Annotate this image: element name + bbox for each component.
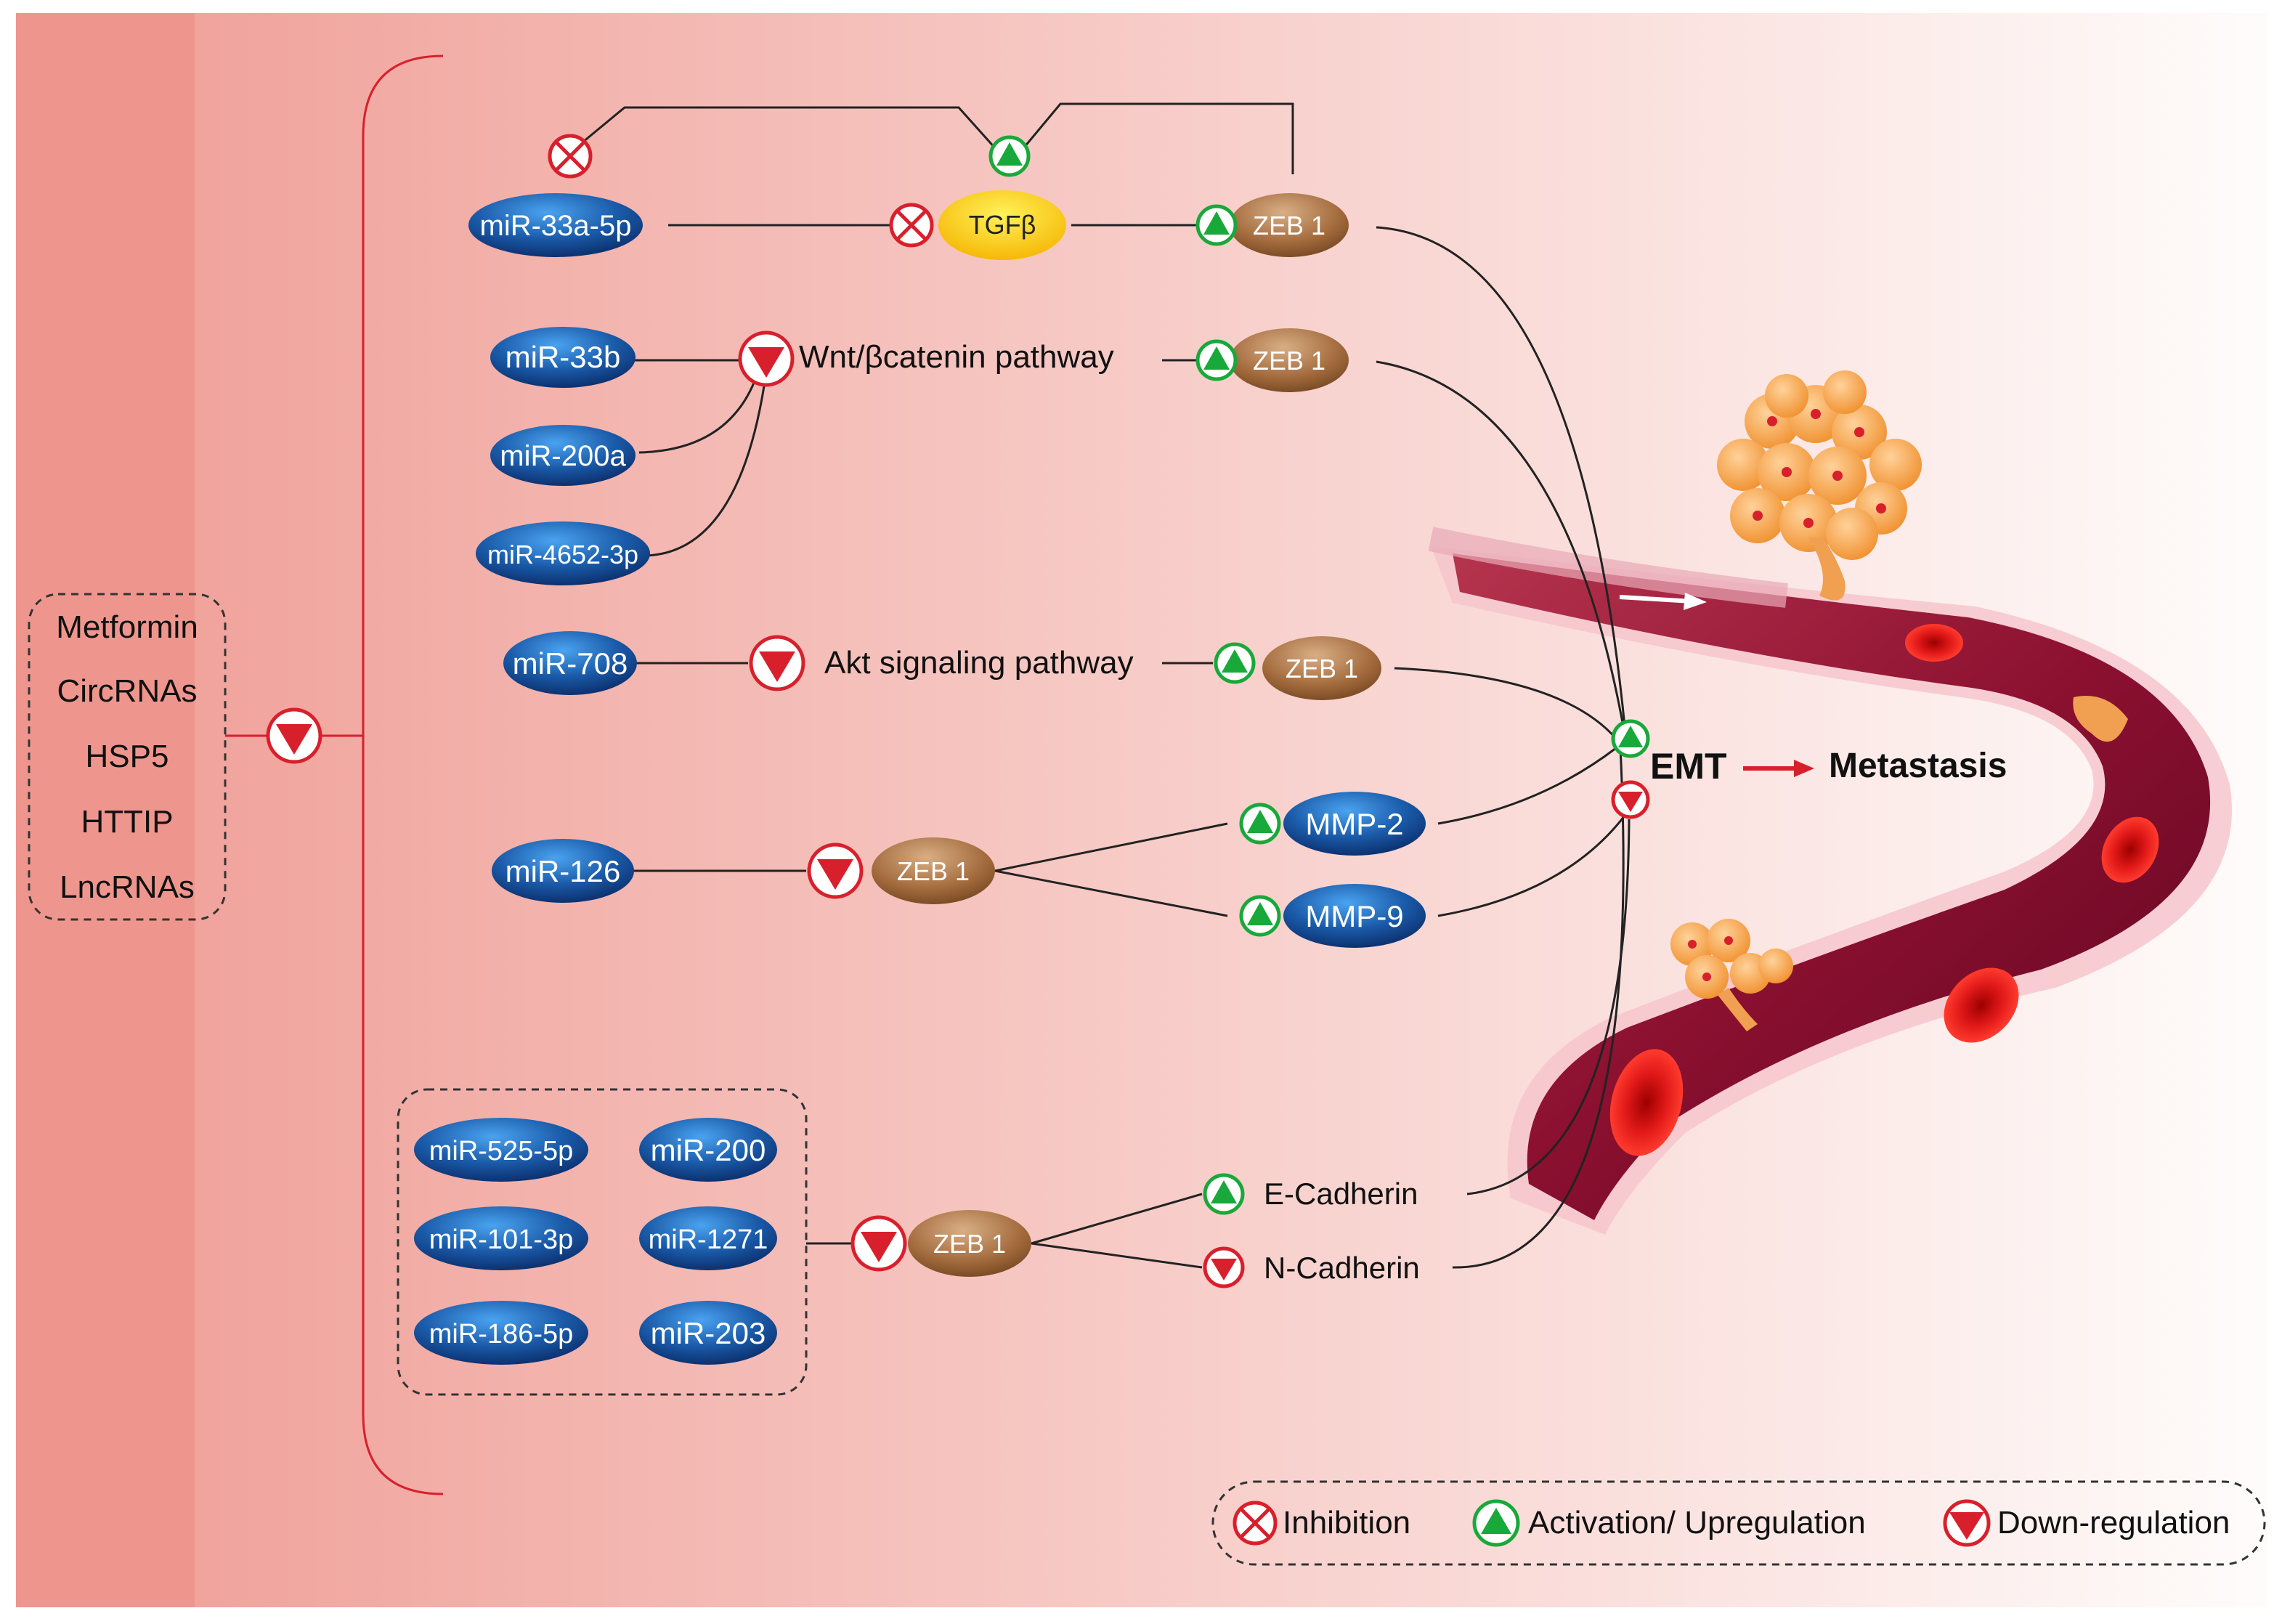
- mmp9-node: [1283, 884, 1426, 948]
- branch-akt: miR-708 Akt signaling pathway ZEB 1: [503, 631, 1381, 700]
- inhibition-icon: [548, 134, 593, 179]
- mirna-label: miR-4652-3p: [487, 540, 638, 569]
- legend-inhibition-label: Inhibition: [1283, 1505, 1410, 1540]
- downregulation-icon: [738, 330, 795, 387]
- zeb1-node: [1262, 636, 1381, 700]
- mirna-label: miR-708: [513, 646, 628, 681]
- source-circrnas: CircRNAs: [57, 673, 197, 709]
- emt-label: EMT: [1650, 746, 1727, 787]
- inhibition-icon: [1233, 1501, 1278, 1546]
- zeb1-node: [1230, 193, 1349, 257]
- mirna-label: miR-186-5p: [429, 1319, 574, 1349]
- mirna-label: miR-101-3p: [429, 1225, 574, 1255]
- legend-activation-label: Activation/ Upregulation: [1528, 1505, 1866, 1540]
- branch-mir126: miR-126 ZEB 1 MMP-2 MMP-9: [492, 792, 1426, 948]
- mirna-node: [492, 839, 634, 903]
- mmp2-node: [1283, 792, 1426, 856]
- blood-vessel-illustration: [1428, 527, 2232, 1235]
- mirna-label: miR-525-5p: [429, 1136, 574, 1166]
- tgf-label: TGFβ: [969, 210, 1036, 240]
- mirna-node: [490, 425, 636, 486]
- migrating-cell: [2073, 696, 2128, 742]
- activation-icon: [1195, 204, 1238, 246]
- legend: Inhibition Activation/ Upregulation Down…: [1211, 1480, 2266, 1566]
- mirna-label: miR-203: [651, 1316, 766, 1350]
- wnt-pathway-label: Wnt/βcatenin pathway: [799, 339, 1114, 375]
- zeb1-node: [872, 837, 995, 904]
- source-hsp5: HSP5: [86, 739, 169, 774]
- mirna-node: [503, 631, 637, 695]
- red-blood-cell: [2101, 816, 2159, 883]
- source-bracket: [362, 54, 444, 1495]
- activation-icon: [1203, 1173, 1245, 1215]
- source-lncrnas: LncRNAs: [60, 869, 195, 905]
- mirna-label: miR-126: [505, 854, 621, 888]
- mirna-label: miR-200a: [500, 440, 626, 472]
- downregulation-icon: [807, 843, 864, 899]
- background-stripe: [16, 13, 195, 1607]
- mirna-label: miR-200: [651, 1133, 766, 1167]
- activation-icon: [1611, 719, 1650, 758]
- activation-icon: [1214, 642, 1256, 684]
- activation-icon: [1239, 895, 1281, 937]
- legend-box: [1211, 1480, 2266, 1566]
- mirna-node: [639, 1118, 777, 1182]
- downregulation-icon: [1203, 1246, 1245, 1288]
- legend-downregulation-label: Down-regulation: [1997, 1505, 2230, 1540]
- zeb1-label: ZEB 1: [1253, 346, 1325, 375]
- red-blood-cell: [1944, 967, 2019, 1043]
- activation-icon: [1239, 803, 1281, 845]
- source-metformin: Metformin: [56, 609, 198, 645]
- zeb1-label: ZEB 1: [1286, 654, 1358, 683]
- mirna-label: miR-1271: [649, 1225, 768, 1255]
- sources-box: [28, 593, 227, 921]
- tgf-node: [938, 190, 1066, 260]
- downregulation-icon: [1943, 1499, 1991, 1547]
- background-panel: [16, 13, 2267, 1607]
- akt-pathway-label: Akt signaling pathway: [824, 645, 1134, 681]
- branch-mir33a: miR-33a-5p TGFβ ZEB 1: [468, 190, 1349, 260]
- mirna-label: miR-33b: [505, 340, 621, 374]
- zeb1-label: ZEB 1: [933, 1229, 1006, 1259]
- mirna-node: [476, 521, 650, 585]
- mirna-node: [639, 1301, 777, 1365]
- inhibition-icon: [889, 203, 934, 248]
- primary-tumor-cluster: [1717, 370, 1922, 601]
- metastasis-label: Metastasis: [1829, 747, 2007, 785]
- secondary-tumor-cluster: [1670, 919, 1793, 1031]
- red-blood-cell: [1905, 624, 1963, 662]
- mirna-node: [414, 1206, 588, 1270]
- source-httip: HTTIP: [81, 804, 173, 840]
- downregulation-icon: [266, 707, 322, 764]
- zeb1-node: [1230, 328, 1349, 392]
- flow-arrow: [1619, 595, 1693, 604]
- sources-list: Metformin CircRNAs HSP5 HTTIP LncRNAs: [56, 609, 198, 905]
- mirna-group-box: [397, 1088, 808, 1396]
- downregulation-icon: [1611, 780, 1650, 819]
- branch-mirna-group: miR-525-5p miR-200 miR-101-3p miR-1271 m…: [397, 1088, 1420, 1396]
- mirna-node: [490, 327, 636, 388]
- activation-icon: [1472, 1499, 1520, 1547]
- activation-icon: [988, 135, 1031, 177]
- zeb1-node: [908, 1210, 1031, 1277]
- e-cadherin-label: E-Cadherin: [1264, 1177, 1418, 1211]
- downregulation-icon: [850, 1215, 907, 1272]
- mirna-node: [414, 1301, 588, 1365]
- mirna-node: [414, 1118, 588, 1182]
- branch-wnt: miR-33b miR-200a miR-4652-3p Wnt/βcateni…: [476, 327, 1349, 585]
- mirna-label: miR-33a-5p: [480, 210, 632, 242]
- activation-icon: [1195, 339, 1238, 381]
- mirna-node: [468, 193, 643, 257]
- zeb1-label: ZEB 1: [897, 856, 970, 886]
- red-blood-cell: [1609, 1049, 1684, 1156]
- n-cadherin-label: N-Cadherin: [1264, 1251, 1420, 1285]
- pathway-connectors: [569, 102, 1631, 1269]
- mirna-node: [639, 1206, 777, 1270]
- downregulation-icon: [749, 635, 805, 691]
- mmp9-label: MMP-9: [1305, 899, 1403, 933]
- zeb1-label: ZEB 1: [1253, 211, 1325, 240]
- mmp2-label: MMP-2: [1305, 807, 1403, 841]
